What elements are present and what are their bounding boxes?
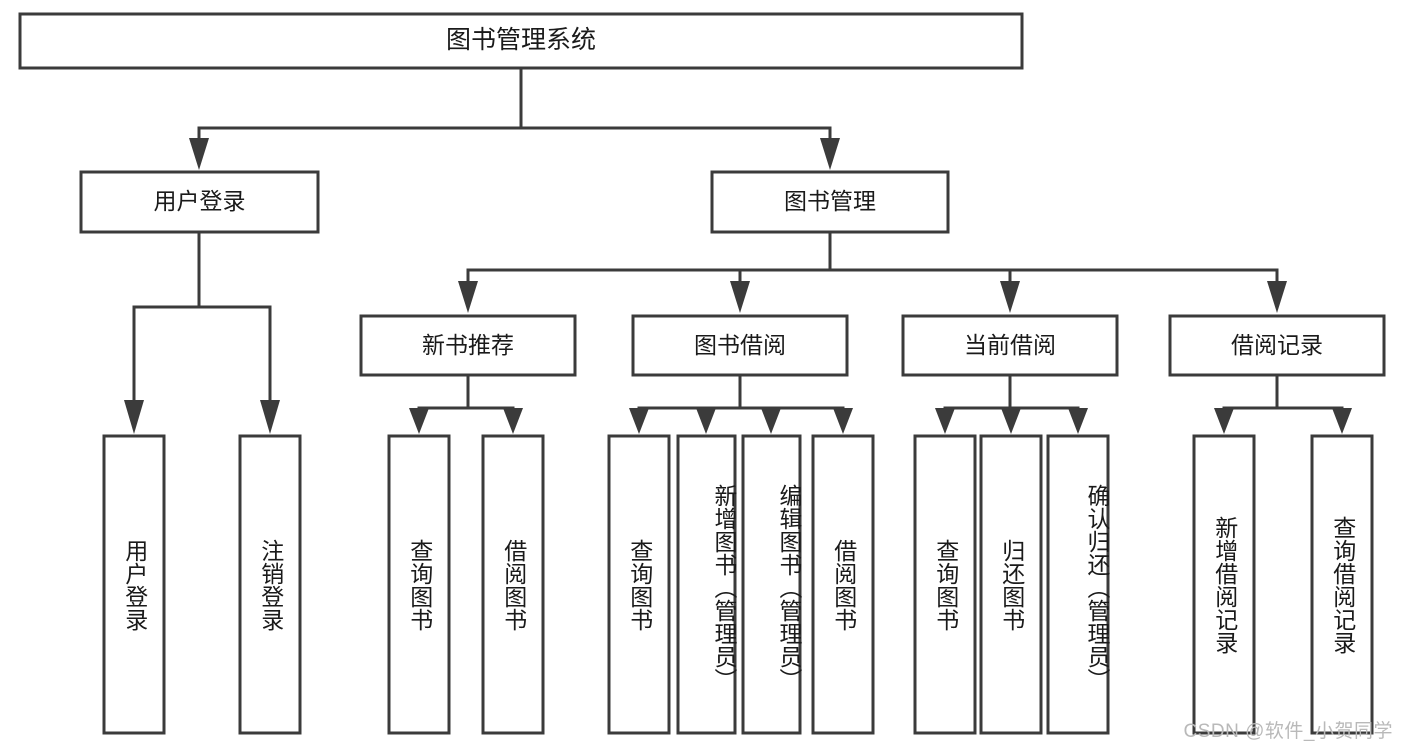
connector-group-borrowrecord: [1214, 373, 1352, 434]
arrow-head-borrowrecord: [1267, 281, 1287, 313]
arrow-head-leaf-return-book: [1001, 408, 1021, 434]
connector-group-root: [189, 66, 840, 170]
node-box-book-borrow[interactable]: [631, 314, 849, 377]
arrow-head-leaf-logout: [260, 400, 280, 434]
arrow-head-newbook: [458, 281, 478, 313]
node-box-leaf-query-book-c[interactable]: [913, 434, 977, 735]
node-box-current-borrow[interactable]: [901, 314, 1119, 377]
node-box-leaf-query-book-b[interactable]: [607, 434, 671, 735]
node-box-root[interactable]: [18, 12, 1024, 70]
node-box-leaf-query-book-a[interactable]: [387, 434, 451, 735]
arrow-head-leaf-query-book-c: [935, 408, 955, 434]
connector-group-newbookrec: [409, 373, 523, 434]
arrow-head-leaf-query-book-b: [629, 408, 649, 434]
connector-group-userlogin: [124, 230, 280, 434]
node-box-leaf-borrow-book-b[interactable]: [811, 434, 875, 735]
node-box-borrow-record[interactable]: [1168, 314, 1386, 377]
node-box-leaf-user-login[interactable]: [102, 434, 166, 735]
connector-group-currentborrow: [935, 373, 1088, 434]
arrow-head-leaf-borrow-book-a: [503, 408, 523, 434]
arrow-head-leaf-add-book: [696, 408, 716, 434]
node-box-leaf-add-record[interactable]: [1192, 434, 1256, 735]
node-box-leaf-logout[interactable]: [238, 434, 302, 735]
arrow-head-leaf-user-login: [124, 400, 144, 434]
node-box-leaf-return-book[interactable]: [979, 434, 1043, 735]
arrow-head-userlogin: [189, 138, 209, 170]
arrow-head-bookmanage: [820, 138, 840, 170]
node-box-leaf-edit-book[interactable]: [741, 434, 802, 735]
node-box-book-manage[interactable]: [710, 170, 950, 234]
arrow-head-leaf-edit-book: [761, 408, 781, 434]
connector-group-bookmanage: [458, 230, 1287, 313]
connector-group-bookborrow: [629, 373, 853, 434]
arrow-head-bookborrow: [730, 281, 750, 313]
arrow-head-currentborrow: [1000, 281, 1020, 313]
node-box-user-login[interactable]: [79, 170, 320, 234]
arrow-head-leaf-borrow-book-b: [833, 408, 853, 434]
arrow-head-leaf-add-record: [1214, 408, 1234, 434]
arrow-head-leaf-confirm-return: [1068, 408, 1088, 434]
arrow-head-leaf-query-book-a: [409, 408, 429, 434]
node-box-leaf-confirm-return[interactable]: [1046, 434, 1110, 735]
arrow-head-leaf-query-record: [1332, 408, 1352, 434]
node-box-leaf-add-book[interactable]: [676, 434, 737, 735]
node-box-new-book-rec[interactable]: [359, 314, 577, 377]
node-box-leaf-query-record[interactable]: [1310, 434, 1374, 735]
node-box-leaf-borrow-book-a[interactable]: [481, 434, 545, 735]
